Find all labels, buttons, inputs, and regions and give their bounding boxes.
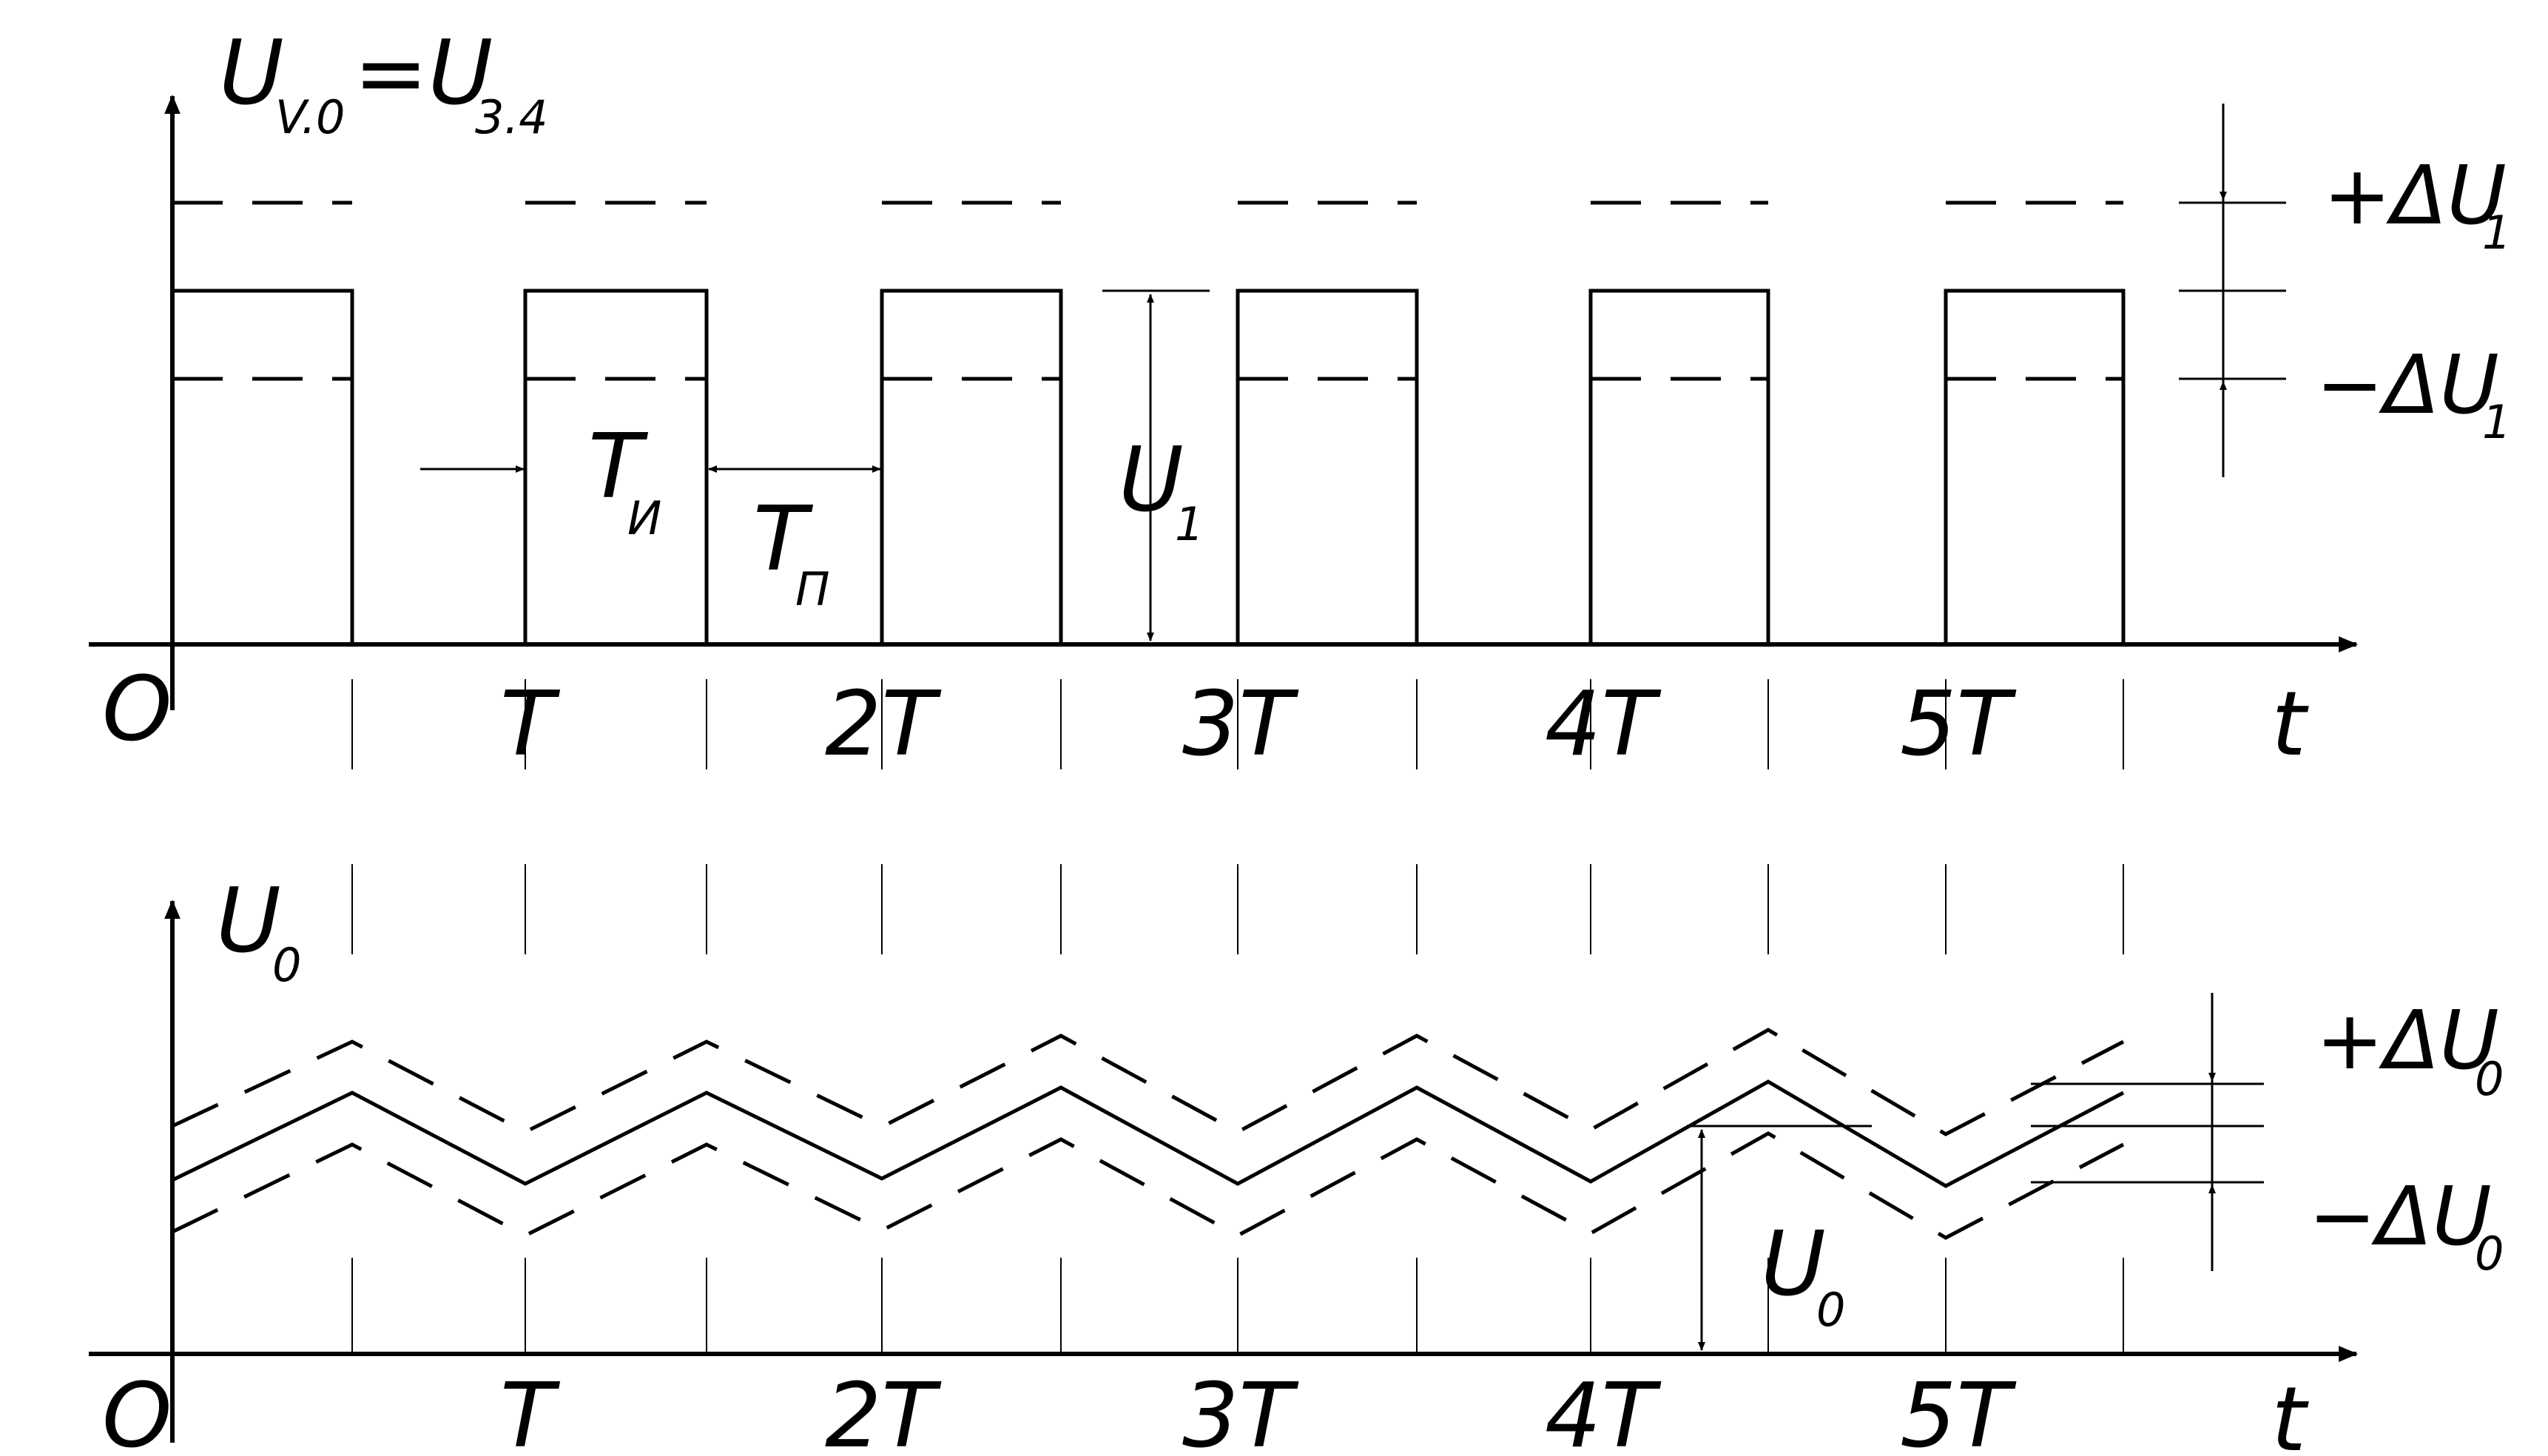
ripple-upper-tolerance [171,1028,2125,1136]
top-panel: U V.0 =U 3.4 O t T 2T 3T 4T 5T T И T П U… [89,22,2511,776]
top-tick-label: 4T [1545,673,1662,776]
top-period-ticks [351,679,2124,769]
top-tick-label: 3T [1182,673,1299,776]
bottom-tick-label: 2T [825,1365,942,1456]
bottom-panel: U 0 O t T 2T 3T 4T 5T U 0 +ΔU 0 −ΔU 0 [89,864,2504,1456]
svg-text:+ΔU: +ΔU [2316,993,2499,1088]
top-t-axis-label: t [2271,673,2309,776]
svg-text:T: T [588,416,649,519]
ripple-waveform [171,1079,2125,1188]
top-tick-label: 2T [825,673,942,776]
bottom-t-axis-label: t [2271,1369,2309,1456]
top-origin-label: O [102,658,172,761]
svg-text:−ΔU: −ΔU [2316,337,2499,432]
svg-text:П: П [795,562,830,616]
bottom-tick-label: 3T [1182,1365,1299,1456]
top-tick-label: 5T [1900,673,2017,776]
bottom-period-ticks [351,864,2124,1354]
u0-level-label: U 0 [1761,1213,1845,1337]
svg-text:−ΔU: −ΔU [2308,1169,2492,1264]
minus-delta-u1-label: −ΔU 1 [2316,337,2511,449]
bottom-tick-labels: T 2T 3T 4T 5T [500,1365,2017,1456]
svg-text:T: T [753,488,814,591]
delta-u1-dimension [2179,104,2286,477]
minus-delta-u0-label: −ΔU 0 [2308,1169,2504,1281]
svg-text:U: U [219,22,284,125]
u1-amplitude-label: U 1 [1119,429,1204,551]
svg-text:U: U [1119,429,1184,532]
delta-u0-dimension [2031,993,2264,1271]
svg-text:1: 1 [2482,206,2511,260]
svg-text:+ΔU: +ΔU [2323,148,2507,243]
svg-text:U: U [1761,1213,1826,1316]
svg-text:0: 0 [1816,1283,1845,1337]
ripple-lower-tolerance [171,1131,2125,1240]
bottom-tick-label: T [500,1365,561,1456]
top-y-axis-label: U V.0 =U 3.4 [219,22,548,144]
svg-text:U: U [216,870,281,973]
plus-delta-u0-label: +ΔU 0 [2316,993,2504,1106]
svg-text:0: 0 [272,938,301,992]
bottom-tick-label: 5T [1900,1365,2017,1456]
pulse-train [170,289,2126,644]
svg-text:1: 1 [1175,497,1204,551]
svg-text:0: 0 [2475,1052,2504,1106]
bottom-y-axis-label: U 0 [216,870,301,992]
svg-text:0: 0 [2475,1227,2504,1281]
t-pulse-label: T И [588,416,661,545]
bottom-origin-label: O [102,1365,172,1456]
plus-delta-u1-label: +ΔU 1 [2323,148,2511,260]
svg-text:3.4: 3.4 [475,90,548,144]
t-pause-label: T П [753,488,830,616]
svg-text:И: И [627,491,661,545]
svg-text:=U: =U [354,22,493,125]
bottom-tick-label: 4T [1545,1365,1662,1456]
top-tick-label: T [500,673,561,776]
top-tick-labels: T 2T 3T 4T 5T [500,673,2017,776]
svg-text:1: 1 [2482,395,2511,449]
svg-text:V.0: V.0 [275,90,345,144]
